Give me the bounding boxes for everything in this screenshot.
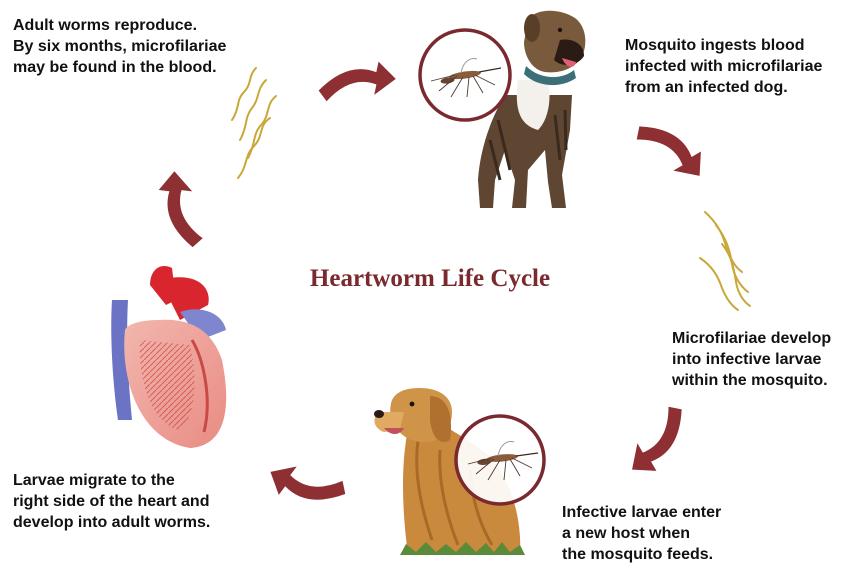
step-caption-larvae-migrate: Larvae migrate to the right side of the …	[13, 470, 210, 533]
step-caption-microfilariae-develop: Microfilariae develop into infective lar…	[672, 328, 831, 391]
mosquito-circle-bottom	[456, 416, 544, 504]
step-caption-infective-larvae: Infective larvae enter a new host when t…	[562, 502, 721, 565]
caption-line: Mosquito ingests blood	[625, 35, 822, 56]
caption-line: the mosquito feeds.	[562, 544, 721, 565]
heart-image	[111, 266, 226, 448]
arrow-icon-3	[623, 401, 696, 482]
caption-line: into infective larvae	[672, 349, 831, 370]
arrow-icon-4	[265, 460, 349, 511]
caption-line: develop into adult worms.	[13, 512, 210, 533]
diagram-title: Heartworm Life Cycle	[0, 265, 860, 293]
caption-line: may be found in the blood.	[13, 57, 226, 78]
arrow-icon-5	[155, 168, 206, 252]
caption-line: from an infected dog.	[625, 77, 822, 98]
microfilariae-image	[700, 212, 750, 310]
mosquito-circle-top	[420, 30, 510, 120]
caption-line: right side of the heart and	[13, 491, 210, 512]
caption-line: within the mosquito.	[672, 370, 831, 391]
caption-line: infected with microfilariae	[625, 56, 822, 77]
caption-line: Microfilariae develop	[672, 328, 831, 349]
adult-worms-image	[232, 68, 276, 178]
arrow-icon-1	[315, 59, 397, 104]
caption-line: Larvae migrate to the	[13, 470, 210, 491]
step-caption-adult-worms: Adult worms reproduce. By six months, mi…	[13, 15, 226, 78]
step-caption-mosquito-ingests: Mosquito ingests blood infected with mic…	[625, 35, 822, 98]
caption-line: Infective larvae enter	[562, 502, 721, 523]
caption-line: a new host when	[562, 523, 721, 544]
arrow-icon-2	[631, 112, 712, 185]
caption-line: By six months, microfilariae	[13, 36, 226, 57]
caption-line: Adult worms reproduce.	[13, 15, 226, 36]
